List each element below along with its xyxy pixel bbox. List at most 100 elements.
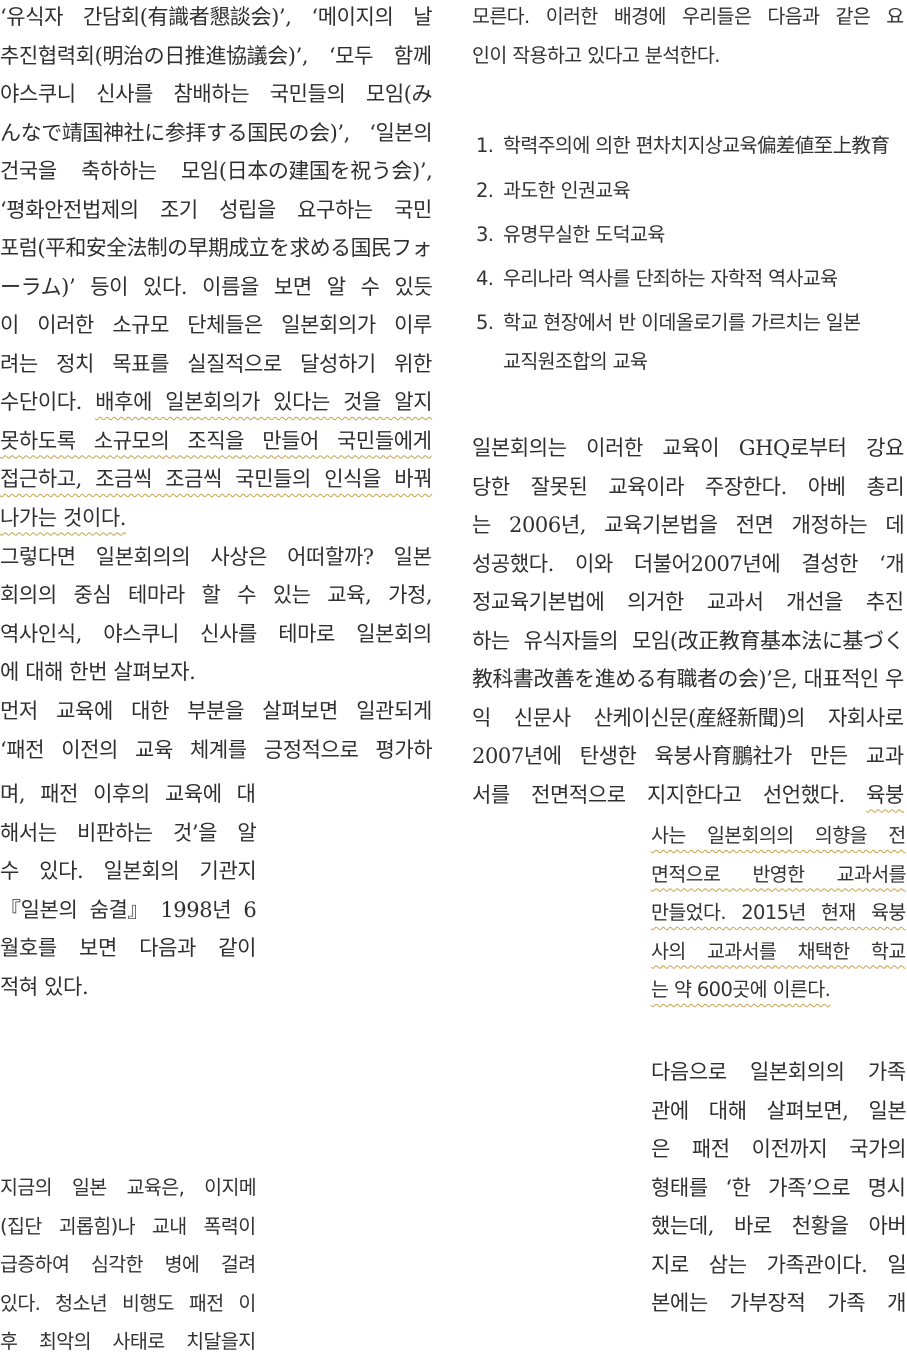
paragraph-1-line: 못하도록 소규모의 조직을 만들어 국민들에게 bbox=[0, 426, 432, 456]
paragraph-2-line: 그렇다면 일본회의의 사상은 어떠할까? 일본 bbox=[0, 544, 432, 569]
list-number: 2. bbox=[476, 179, 494, 202]
highlighted-text: 육붕 bbox=[866, 782, 904, 807]
list-number: 3. bbox=[476, 223, 494, 246]
paragraph-4-line: 사의 교과서를 채택한 학교 bbox=[651, 937, 906, 967]
paragraph-1-line: ‘평화안전법제의 조기 성립을 요구하는 국민 bbox=[0, 195, 432, 225]
highlighted-text: 배후에 일본회의가 있다는 것을 알지 bbox=[95, 390, 433, 414]
text-span: 서를 전면적으로 지지한다고 선언했다. bbox=[472, 782, 867, 807]
text-span: 야스쿠니 신사를 참배하는 국민들의 모임(み bbox=[0, 82, 433, 106]
list-item: 3. 유명무실한 도덕교육 bbox=[476, 220, 906, 250]
paragraph-3-line: 적혀 있다. bbox=[0, 974, 89, 999]
text-span: 익 신문사 산케이신문(産経新聞)의 자회사로 bbox=[472, 705, 904, 730]
text-span: 포럼(平和安全法制の早期成立を求める国民フォ bbox=[0, 236, 433, 260]
paragraph-4-line: 서를 전면적으로 지지한다고 선언했다. 육붕 bbox=[472, 780, 904, 810]
list-item: 2. 과도한 인권교육 bbox=[476, 176, 906, 206]
paragraph-3-line: 수 있다. 일본회의 기관지 bbox=[0, 859, 257, 883]
paragraph-5-line: 은 패전 이전까지 국가의 bbox=[651, 1137, 907, 1161]
paragraph-1-line: 나가는 것이다. bbox=[0, 503, 432, 533]
highlighted-text: 사의 교과서를 채택한 학교 bbox=[651, 939, 906, 963]
paragraph-1-line: ーラム)’ 등이 있다. 이름을 보면 알 수 있듯 bbox=[0, 272, 433, 302]
list-item: 5. 학교 현장에서 반 이데올로기를 가르치는 일본 bbox=[476, 308, 906, 338]
text-span: 건국을 축하하는 모임(日本の建国を祝う会)’, bbox=[0, 159, 433, 183]
paragraph-1-line: 수단이다. 배후에 일본회의가 있다는 것을 알지 bbox=[0, 387, 433, 417]
text-span: ‘유식자 간담회(有識者懇談会)’, ‘메이지의 날 bbox=[0, 5, 433, 29]
paragraph-3-line: 며, 패전 이후의 교육에 대 bbox=[0, 782, 256, 806]
paragraph-2-line: 회의의 중심 테마라 할 수 있는 교육, 가정, bbox=[0, 583, 433, 607]
text-span: ーラム)’ 등이 있다. 이름을 보면 알 수 있듯 bbox=[0, 274, 433, 299]
highlighted-text: 는 약 600곳에 이른다. bbox=[651, 978, 831, 1001]
highlighted-text: 면적으로 반영한 교과서를 bbox=[651, 862, 907, 886]
list-item: 1. 학력주의에 의한 편차치지상교육偏差値至上教育 bbox=[476, 131, 906, 161]
quote-left-line: 급증하여 심각한 병에 걸려 bbox=[0, 1253, 256, 1276]
quote-left-line: 지금의 일본 교육은, 이지메 bbox=[0, 1176, 257, 1199]
paragraph-4-line: 는 2006년, 교육기본법을 전면 개정하는 데 bbox=[472, 510, 905, 540]
quote-continued-line: 인이 작용하고 있다고 분석한다. bbox=[472, 43, 720, 67]
paragraph-3-line: 먼저 교육에 대한 부분을 살펴보면 일관되게 bbox=[0, 699, 432, 723]
paragraph-5-line: 지로 삼는 가족관이다. 일 bbox=[651, 1252, 907, 1277]
paragraph-4-line: 만들었다. 2015년 현재 육붕 bbox=[651, 898, 906, 928]
quote-continued-line: 모른다. 이러한 배경에 우리들은 다음과 같은 요 bbox=[472, 5, 904, 28]
list-number: 5. bbox=[476, 311, 494, 334]
quote-left-line: 있다. 청소년 비행도 패전 이 bbox=[0, 1291, 256, 1315]
paragraph-4-line: 2007년에 탄생한 육붕사育鵬社가 만든 교과 bbox=[472, 741, 904, 771]
list-text: 유명무실한 도덕교육 bbox=[503, 223, 665, 246]
text-span: ‘평화안전법제의 조기 성립을 요구하는 국민 bbox=[0, 197, 432, 222]
quote-left-line: 후 최악의 사태로 치달을지 bbox=[0, 1330, 256, 1353]
list-number: 1. bbox=[476, 134, 494, 157]
paragraph-3-line: 월호를 보면 다음과 같이 bbox=[0, 936, 257, 960]
paragraph-5-line: 관에 대해 살펴보면, 일본 bbox=[651, 1098, 907, 1123]
list-text: 우리나라 역사를 단죄하는 자학적 역사교육 bbox=[503, 267, 838, 290]
text-span: 려는 정치 목표를 실질적으로 달성하기 위한 bbox=[0, 351, 432, 376]
paragraph-4-line: 教科書改善を進める有職者の会)’은, 대표적인 우 bbox=[472, 664, 904, 694]
paragraph-4-line: 익 신문사 산케이신문(産経新聞)의 자회사로 bbox=[472, 703, 904, 733]
paragraph-2-line: 역사인식, 야스쿠니 신사를 테마로 일본회의 bbox=[0, 621, 432, 646]
paragraph-3-line: ‘패전 이전의 교육 체계를 긍정적으로 평가하 bbox=[0, 737, 433, 762]
paragraph-4-line: 는 약 600곳에 이른다. bbox=[651, 975, 831, 1005]
text-span: 는 2006년, 교육기본법을 전면 개정하는 데 bbox=[472, 513, 905, 537]
paragraph-1-line: 야스쿠니 신사를 참배하는 국민들의 모임(み bbox=[0, 79, 433, 109]
list-text: 학력주의에 의한 편차치지상교육偏差値至上教育 bbox=[503, 134, 890, 157]
paragraph-1-line: 접근하고, 조금씩 조금씩 국민들의 인식을 바꿔 bbox=[0, 464, 433, 494]
paragraph-1-line: ‘유식자 간담회(有識者懇談会)’, ‘메이지의 날 bbox=[0, 2, 433, 32]
list-text: 교직원조합의 교육 bbox=[503, 350, 648, 373]
list-item: 4. 우리나라 역사를 단죄하는 자학적 역사교육 bbox=[476, 264, 906, 294]
paragraph-3-line: 『일본의 숨결』 1998년 6 bbox=[0, 897, 257, 922]
text-span: 수단이다. bbox=[0, 390, 96, 414]
list-number: 4. bbox=[476, 267, 494, 290]
text-span: 추진협력회(明治の日推進協議会)’, ‘모두 함께 bbox=[0, 43, 432, 68]
list-text: 학교 현장에서 반 이데올로기를 가르치는 일본 bbox=[503, 311, 861, 334]
paragraph-1-line: んなで靖国神社に参拝する国民の会)’, ‘일본의 bbox=[0, 118, 433, 148]
paragraph-5-line: 다음으로 일본회의의 가족 bbox=[651, 1060, 906, 1084]
text-span: 이 이러한 소규모 단체들은 일본회의가 이루 bbox=[0, 313, 432, 337]
highlighted-text: 사는 일본회의의 의향을 전 bbox=[651, 824, 906, 847]
highlighted-text: 만들었다. 2015년 현재 육붕 bbox=[651, 901, 906, 924]
text-span: 2007년에 탄생한 육붕사育鵬社가 만든 교과 bbox=[472, 744, 904, 768]
list-text: 과도한 인권교육 bbox=[503, 179, 631, 202]
paragraph-4-line: 사는 일본회의의 의향을 전 bbox=[651, 821, 906, 851]
paragraph-1-line: 이 이러한 소규모 단체들은 일본회의가 이루 bbox=[0, 310, 432, 340]
paragraph-4-line: 당한 잘못된 교육이라 주장한다. 아베 총리 bbox=[472, 472, 905, 502]
highlighted-text: 못하도록 소규모의 조직을 만들어 국민들에게 bbox=[0, 428, 432, 453]
paragraph-1-line: 추진협력회(明治の日推進協議会)’, ‘모두 함께 bbox=[0, 41, 432, 71]
text-span: 당한 잘못된 교육이라 주장한다. 아베 총리 bbox=[472, 474, 905, 499]
text-span: 하는 유식자들의 모임(改正教育基本法に基づく bbox=[472, 628, 905, 653]
paragraph-5-line: 형태를 ‘한 가족’으로 명시 bbox=[651, 1175, 906, 1200]
paragraph-4-line: 일본회의는 이러한 교육이 GHQ로부터 강요 bbox=[472, 433, 904, 463]
paragraph-4-line: 면적으로 반영한 교과서를 bbox=[651, 860, 907, 890]
paragraph-4-line: 하는 유식자들의 모임(改正教育基本法に基づく bbox=[472, 626, 905, 656]
highlighted-text: 접근하고, 조금씩 조금씩 국민들의 인식을 바꿔 bbox=[0, 467, 433, 491]
paragraph-1-line: 려는 정치 목표를 실질적으로 달성하기 위한 bbox=[0, 349, 432, 379]
paragraph-1-line: 포럼(平和安全法制の早期成立を求める国民フォ bbox=[0, 233, 432, 263]
paragraph-1-line: 건국을 축하하는 모임(日本の建国を祝う会)’, bbox=[0, 156, 433, 186]
highlighted-text: 나가는 것이다. bbox=[0, 505, 127, 530]
paragraph-3-line: 해서는 비판하는 것’을 알 bbox=[0, 820, 257, 845]
paragraph-5-line: 본에는 가부장적 가족 개 bbox=[651, 1291, 907, 1315]
text-span: 성공했다. 이와 더불어2007년에 결성한 ‘개 bbox=[472, 551, 905, 576]
list-item: 교직원조합의 교육 bbox=[476, 347, 906, 377]
text-span: 일본회의는 이러한 교육이 GHQ로부터 강요 bbox=[472, 436, 904, 460]
text-span: 정교육기본법에 의거한 교과서 개선을 추진 bbox=[472, 590, 904, 614]
paragraph-2-line: 에 대해 한번 살펴보자. bbox=[0, 660, 196, 684]
paragraph-4-line: 정교육기본법에 의거한 교과서 개선을 추진 bbox=[472, 587, 904, 617]
paragraph-4-line: 성공했다. 이와 더불어2007년에 결성한 ‘개 bbox=[472, 549, 905, 579]
text-span: んなで靖国神社に参拝する国民の会)’, ‘일본의 bbox=[0, 120, 433, 145]
